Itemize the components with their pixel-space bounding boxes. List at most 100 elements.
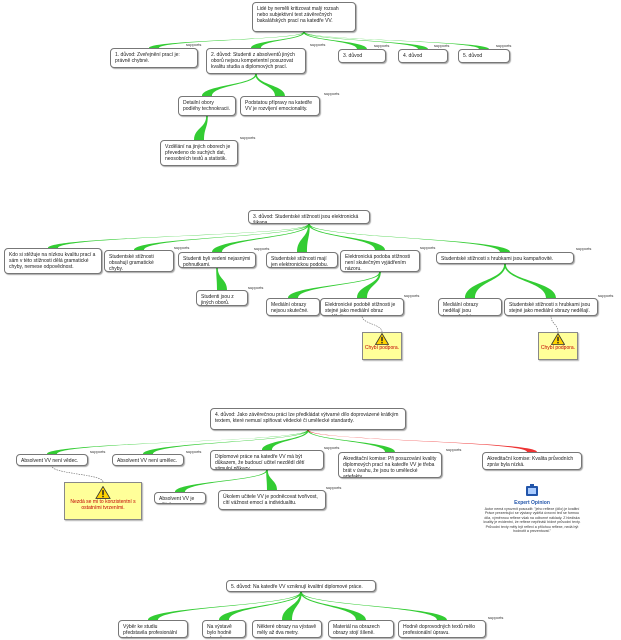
support-link xyxy=(504,264,556,298)
s2-branch-5: Elektronická podoba stížnosti není skute… xyxy=(340,250,420,272)
supports-tag: supports xyxy=(488,615,504,620)
support-link xyxy=(357,272,381,298)
support-link xyxy=(175,470,268,492)
s2-branch-6: Studentské stížnosti s hrubkami jsou kam… xyxy=(436,252,574,264)
s3-branch-3: Diplomové práce na katedře VV má být důk… xyxy=(210,450,324,470)
s2-child-4: Mediální obrazy nedělají jsou kampaňovit… xyxy=(438,298,502,316)
supports-tag: supports xyxy=(248,285,264,290)
link-layer xyxy=(47,32,559,620)
warning-icon xyxy=(551,333,565,345)
s3-branch-4: Akreditační komise: Při posuzování kvali… xyxy=(338,452,442,478)
support-link xyxy=(297,224,310,252)
supports-tag: supports xyxy=(186,42,202,47)
claim-root-1: Lidé by neměli kritizovat malý rozsah ne… xyxy=(252,2,356,32)
support-link xyxy=(465,264,506,298)
s2-branch-3: Studenti byli vedeni nejasnými pohnutkam… xyxy=(178,252,256,268)
s3-child-2: Úkolem učitele VV je podněcovat tvořivos… xyxy=(218,490,326,510)
support-link xyxy=(143,430,309,454)
support-link xyxy=(202,74,257,96)
s3-branch-2: Absolvent VV není umělec. xyxy=(112,454,184,466)
supports-tag: supports xyxy=(254,246,270,251)
reason-3: 3. důvod xyxy=(338,49,386,63)
support-link xyxy=(282,592,302,620)
claim-root-2: 3. důvod: Studentské stížnosti jsou elek… xyxy=(248,210,370,224)
support-link xyxy=(288,272,381,298)
support-link xyxy=(48,224,310,248)
support-link xyxy=(134,224,310,250)
s3-child-1: Absolvent VV je učitel. xyxy=(154,492,206,504)
missing-support-note: Chybí podpora. xyxy=(362,332,402,360)
support-link xyxy=(219,592,302,620)
supports-tag: supports xyxy=(404,293,420,298)
supports-tag: supports xyxy=(90,449,106,454)
support-link xyxy=(216,268,227,290)
supports-tag: supports xyxy=(420,245,436,250)
reason-4: 4. důvod xyxy=(398,49,448,63)
s4-branch-5: Hodně doprovodných textů mělo profesioná… xyxy=(398,620,486,638)
warning-icon xyxy=(375,333,389,345)
support-link xyxy=(251,32,305,48)
supports-tag: supports xyxy=(374,43,390,48)
claim-root-4: 5. důvod: Na katedře VV vzniknují kvalit… xyxy=(226,580,376,592)
s4-branch-4: Materiál na obrazech obrazy stojí šíleně… xyxy=(328,620,394,638)
expert-icon xyxy=(526,484,538,496)
support-link xyxy=(212,224,310,252)
s4-branch-3: Některé obrazy na výstavě měly až dva me… xyxy=(252,620,322,638)
s3-branch-5: Akreditační komise: Kvalita průvodních z… xyxy=(482,452,582,470)
s4-branch-1: Výběr ke studiu představila profesionáln… xyxy=(118,620,188,638)
reason-2: 2. důvod: Studenti z absolventů jiných o… xyxy=(206,48,306,74)
note-pointer xyxy=(550,315,559,333)
support-link xyxy=(149,32,305,48)
support-link xyxy=(47,430,309,454)
s1-child-2: Podstatou přípravy na katedře VV je rozv… xyxy=(240,96,320,116)
supports-tag: supports xyxy=(310,42,326,47)
support-link xyxy=(303,32,428,49)
reason-1: 1. důvod: Zveřejnění prací je: právně ch… xyxy=(110,48,198,68)
supports-tag: supports xyxy=(240,135,256,140)
claim-root-3: 4. důvod: Jako závěrečnou práci lze před… xyxy=(210,408,406,430)
support-link xyxy=(303,32,367,49)
s3-branch-1: Absolvent VV není vědec. xyxy=(16,454,88,466)
expert-text: Autor nemá vyrozmít posoudit: "jeho refl… xyxy=(483,507,581,534)
inconsistency-note: Nezdá se mi to konzistentní s ostatními … xyxy=(64,482,142,520)
note-pointer xyxy=(361,315,383,333)
supports-tag: supports xyxy=(598,293,614,298)
expert-title: Expert Opinion xyxy=(514,500,550,506)
s4-branch-2: Na výstavě bylo hodně obrazů. xyxy=(202,620,246,638)
s1-child-3: Vzdělání na jiných oborech je převedeno … xyxy=(160,140,238,166)
support-link xyxy=(148,592,302,620)
s1-child-1: Detailní obory podléhy technokracii. xyxy=(178,96,236,116)
supports-tag: supports xyxy=(174,245,190,250)
note-text: Nezdá se mi to konzistentní s ostatními … xyxy=(70,499,136,511)
supports-tag: supports xyxy=(576,246,592,251)
support-link xyxy=(262,430,309,450)
note-pointer xyxy=(51,465,104,483)
warning-icon xyxy=(95,486,111,499)
s2-child-5: Studentské stížnosti s hrubkami jsou ste… xyxy=(504,298,598,316)
s2-child-2: Mediální obrazy nejsou skutečné. xyxy=(266,298,320,316)
supports-tag: supports xyxy=(324,91,340,96)
supports-tag: supports xyxy=(434,43,450,48)
support-link xyxy=(255,74,285,96)
support-link xyxy=(303,32,489,49)
s2-branch-4: Studentské stížnosti mají jen elektronic… xyxy=(266,252,338,268)
support-link xyxy=(266,470,277,490)
support-link xyxy=(308,224,385,250)
note-text: Chybí podpora. xyxy=(364,345,400,351)
support-link xyxy=(307,430,395,452)
support-link xyxy=(300,592,366,620)
supports-tag: supports xyxy=(446,447,462,452)
supports-tag: supports xyxy=(496,43,512,48)
objection-link xyxy=(307,430,537,452)
s2-branch-1: Kdo si stěžuje na nízkou kvalitu prací a… xyxy=(4,248,102,274)
reason-5: 5. důvod xyxy=(458,49,510,63)
note-text: Chybí podpora. xyxy=(540,345,576,351)
support-link xyxy=(308,224,510,252)
missing-support-note: Chybí podpora. xyxy=(538,332,578,360)
s2-child-3: Elektronické podobě stížnosti je stejné … xyxy=(320,298,404,316)
supports-tag: supports xyxy=(186,449,202,454)
support-link xyxy=(300,592,447,620)
supports-tag: supports xyxy=(324,445,340,450)
s2-child-1: Studenti jsou z jiných oborů. xyxy=(196,290,248,306)
